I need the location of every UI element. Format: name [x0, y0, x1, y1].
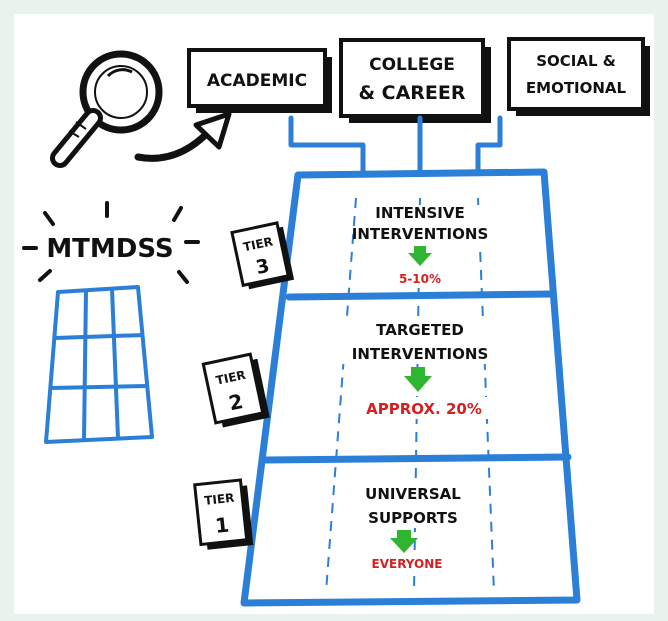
tier-1-content: UNIVERSAL SUPPORTS EVERYONE	[346, 484, 480, 571]
tier-1-fill	[254, 458, 578, 600]
curved-arrow-icon	[134, 111, 232, 162]
tier-2-content: TARGETED INTERVENTIONS APPROX. 20%	[336, 320, 506, 419]
tier-chart	[240, 168, 581, 607]
grid-icon	[44, 285, 154, 444]
tier-1-title-line2: SUPPORTS	[368, 509, 458, 527]
tier-3-title-line1: INTENSIVE	[375, 204, 464, 222]
down-arrow-icon	[404, 367, 432, 392]
tier-3-tag-line1: TIER	[242, 234, 274, 254]
tier-3-tag-line2: 3	[254, 255, 272, 279]
mtmdss-burst	[22, 201, 200, 284]
tier-3-content: INTENSIVE INTERVENTIONS 5-10%	[352, 204, 489, 286]
tier-1-tag-line1: TIER	[204, 491, 235, 508]
tier-2-tag: TIER 2	[201, 352, 270, 428]
tier-2-share: APPROX. 20%	[366, 400, 482, 418]
tier-2-title-line1: TARGETED	[376, 321, 464, 339]
tier-3-tag: TIER 3	[230, 221, 295, 290]
down-arrow-icon	[390, 530, 418, 553]
mtmdss-label: MTMDSS	[46, 234, 173, 264]
category-social-emotional: SOCIAL & EMOTIONAL	[507, 37, 650, 116]
tier-1-title-line1: UNIVERSAL	[365, 485, 461, 503]
tier-chart-outline	[240, 168, 581, 607]
tier-2-tag-line2: 2	[227, 389, 246, 415]
tier-1-share: EVERYONE	[372, 557, 443, 571]
category-social-label: SOCIAL &	[536, 52, 616, 70]
category-emotional-label: EMOTIONAL	[526, 79, 627, 97]
tier-2-tag-line1: TIER	[215, 368, 247, 388]
tier-3-title-line2: INTERVENTIONS	[352, 225, 489, 243]
tier-1-tag: TIER 1	[193, 478, 254, 550]
category-college-label: COLLEGE	[369, 55, 455, 75]
category-academic: ACADEMIC	[187, 48, 332, 113]
tier-2-title-line2: INTERVENTIONS	[352, 345, 489, 363]
category-college-career: COLLEGE & CAREER	[339, 38, 491, 123]
magnifier-icon	[50, 50, 163, 168]
category-career-label: & CAREER	[358, 82, 465, 104]
tier-3-share: 5-10%	[399, 272, 441, 286]
down-arrow-icon	[408, 246, 432, 266]
category-academic-label: ACADEMIC	[207, 71, 307, 91]
tier-1-tag-line2: 1	[214, 512, 230, 537]
tier-3-divider	[285, 290, 557, 301]
